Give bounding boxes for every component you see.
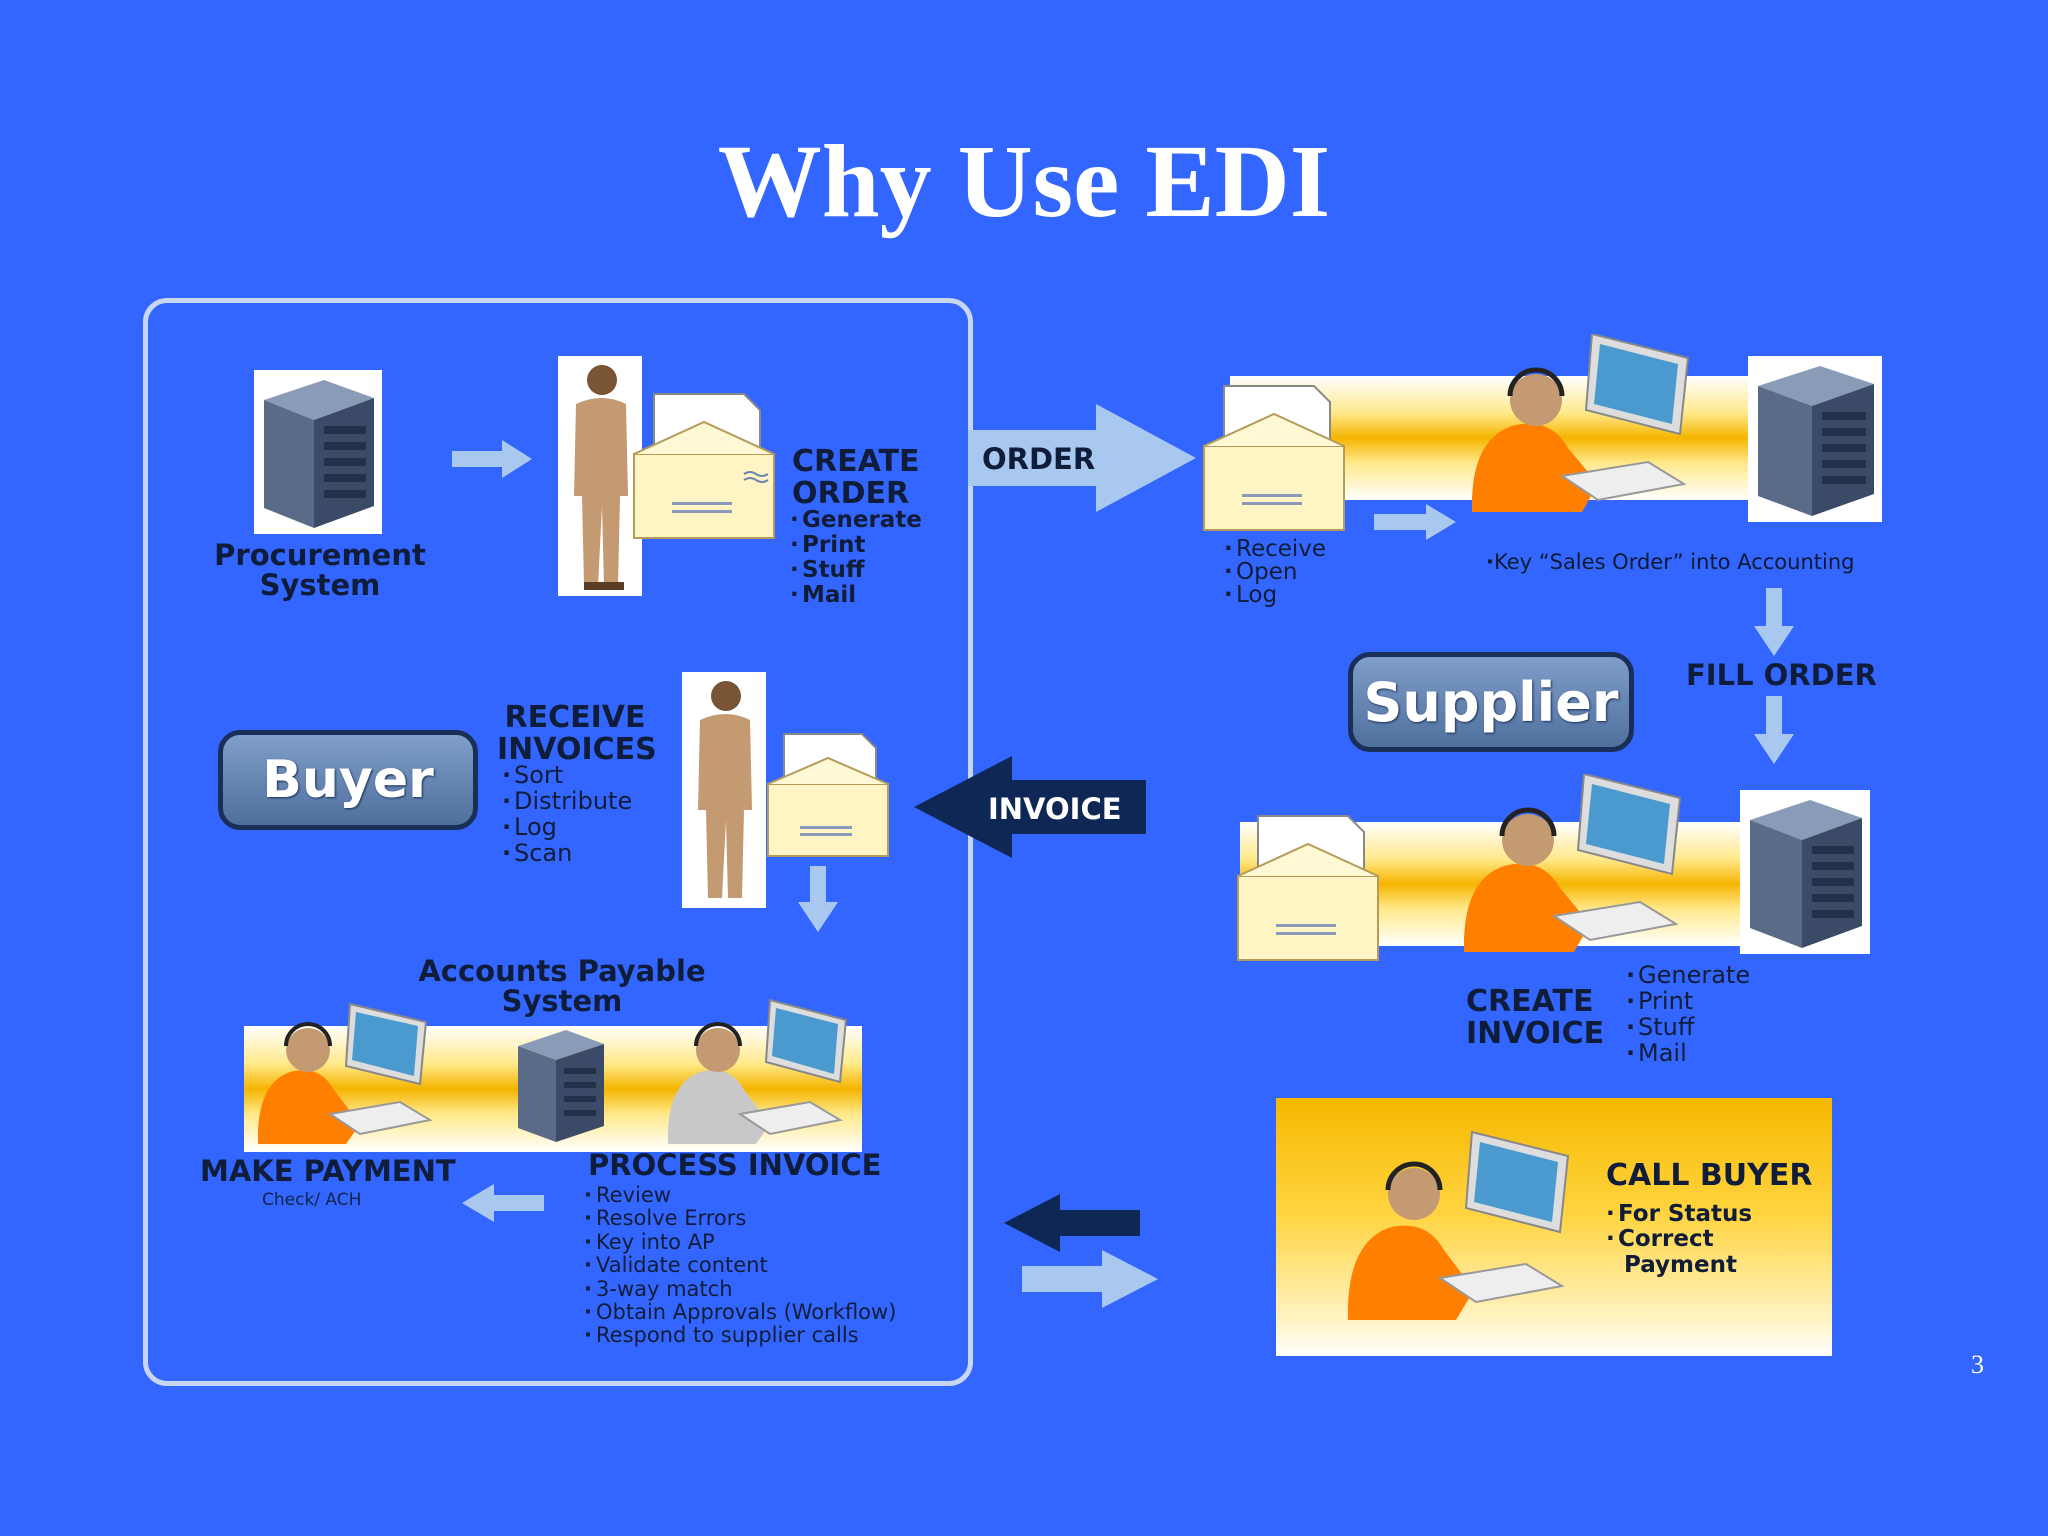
arrow-right-supplier-icon [1374,504,1456,544]
arrow-left-small-icon [462,1184,544,1226]
buyer-clerk-icon [682,672,766,908]
ap-system-line2: System [501,984,623,1019]
procurement-server-icon [254,370,382,534]
list-item: Log [1224,584,1326,607]
list-item: Log [502,814,632,840]
list-item: Validate content [584,1253,896,1277]
list-item: Mail [1626,1040,1750,1066]
payment-operator-icon [250,994,450,1158]
list-item: For Status [1606,1202,1752,1227]
received-envelope-icon [1202,384,1346,536]
receive-invoices-line2: INVOICES [497,731,657,767]
list-item: Print [790,533,922,558]
call-buyer-label: CALL BUYER [1606,1158,1813,1193]
invoice-operator-icon [664,994,864,1158]
create-order-list: Generate Print Stuff Mail [790,508,922,608]
receive-invoices-list: Sort Distribute Log Scan [502,762,632,866]
create-order-line1: CREATE [792,444,920,479]
make-payment-sub: Check/ ACH [262,1190,362,1210]
create-invoice-line1: CREATE [1466,984,1594,1019]
invoice-arrow-label: INVOICE [988,792,1122,826]
order-envelope-icon [632,392,776,544]
list-item: Stuff [1626,1014,1750,1040]
create-invoice-label: CREATE INVOICE [1466,986,1604,1049]
list-item: Respond to supplier calls [584,1324,896,1348]
order-arrow [968,404,1196,516]
list-item: Sort [502,762,632,788]
call-buyer-operator-icon [1344,1124,1584,1328]
ap-system-line1: Accounts Payable [418,954,706,988]
arrow-down-small-icon [798,866,838,936]
list-item: Generate [790,508,922,533]
slide-title: Why Use EDI [717,124,1331,239]
create-invoice-list: Generate Print Stuff Mail [1626,962,1750,1066]
procurement-line1: Procurement [214,538,426,572]
list-item: Correct [1606,1227,1752,1252]
list-item: Key into AP [584,1230,896,1254]
supplier-badge: Supplier [1348,652,1634,752]
key-sales-order-label: Key “Sales Order” into Accounting [1493,550,1855,574]
arrow-left-dark-icon [1004,1194,1140,1256]
buyer-frame [143,298,973,1386]
ap-system-label: Accounts Payable System [412,956,712,1017]
key-sales-order-text: ·Key “Sales Order” into Accounting [1486,550,1855,574]
invoice-server-icon [1740,790,1870,954]
list-item: Resolve Errors [584,1206,896,1230]
outgoing-invoice-envelope-icon [1236,814,1380,966]
list-item: Stuff [790,558,922,583]
make-payment-label: MAKE PAYMENT [200,1154,456,1188]
list-item: 3-way match [584,1277,896,1301]
process-invoice-label: PROCESS INVOICE [588,1148,882,1182]
receive-invoices-line1: RECEIVE [504,700,646,735]
list-item: Scan [502,840,632,866]
list-item: Review [584,1183,896,1207]
create-invoice-line2: INVOICE [1466,1015,1605,1051]
fill-order-label: FILL ORDER [1686,658,1877,692]
list-item: Distribute [502,788,632,814]
buyer-badge: Buyer [218,730,478,830]
list-item: Print [1626,988,1750,1014]
receive-list: Receive Open Log [1224,538,1326,607]
process-invoice-list: Review Resolve Errors Key into AP Valida… [584,1183,896,1348]
procurement-line2: System [259,568,381,603]
invoice-envelope-icon [766,732,890,862]
list-item: Obtain Approvals (Workflow) [584,1300,896,1324]
sales-order-operator-icon [1466,332,1706,518]
list-item: Receive [1224,538,1326,561]
call-buyer-list: For Status Correct [1606,1202,1752,1252]
buyer-person-icon [558,356,642,596]
fill-order-arrow-top-icon [1754,588,1794,660]
create-order-line2: ORDER [792,475,910,511]
invoice-arrow [914,756,1146,862]
order-arrow-label: ORDER [982,442,1096,476]
receive-invoices-label: RECEIVE INVOICES [497,700,657,767]
supplier-server-icon [1748,356,1882,522]
list-item: Open [1224,561,1326,584]
list-item: Mail [790,583,922,608]
create-order-label: CREATE ORDER [792,446,919,509]
procurement-label: Procurement System [200,540,440,601]
arrow-right-small-icon [452,440,532,482]
list-item: Generate [1626,962,1750,988]
slide-number: 3 [1971,1350,1984,1379]
call-buyer-extra: Payment [1624,1252,1737,1278]
fill-order-arrow-bottom-icon [1754,696,1794,768]
invoice-clerk-operator-icon [1458,772,1698,958]
ap-server-icon [512,1024,608,1150]
arrow-right-light-icon [1022,1250,1158,1312]
